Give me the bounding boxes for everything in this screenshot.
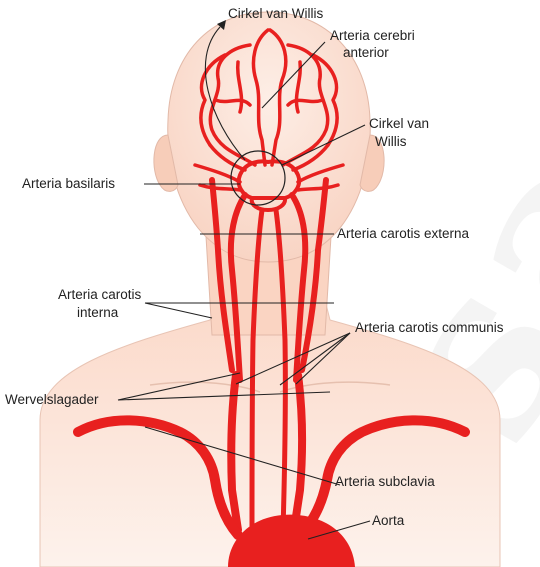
label-arteria-carotis-interna-2: interna [77, 305, 118, 321]
label-wervelslagader: Wervelslagader [5, 392, 99, 408]
label-cirkel-van-willis-right-2: Willis [375, 134, 407, 150]
label-cirkel-van-willis-top: Cirkel van Willis [228, 6, 323, 22]
label-arteria-carotis-communis: Arteria carotis communis [355, 320, 504, 336]
label-arteria-carotis-interna-1: Arteria carotis [58, 287, 141, 303]
label-arteria-cerebri-anterior-2: anterior [343, 45, 389, 61]
label-cirkel-van-willis-right-1: Cirkel van [369, 116, 429, 132]
label-arteria-basilaris: Arteria basilaris [22, 176, 115, 192]
label-arteria-carotis-externa: Arteria carotis externa [337, 226, 469, 242]
label-aorta: Aorta [372, 513, 404, 529]
label-arteria-subclavia: Arteria subclavia [335, 474, 435, 490]
label-arteria-cerebri-anterior-1: Arteria cerebri [330, 28, 415, 44]
